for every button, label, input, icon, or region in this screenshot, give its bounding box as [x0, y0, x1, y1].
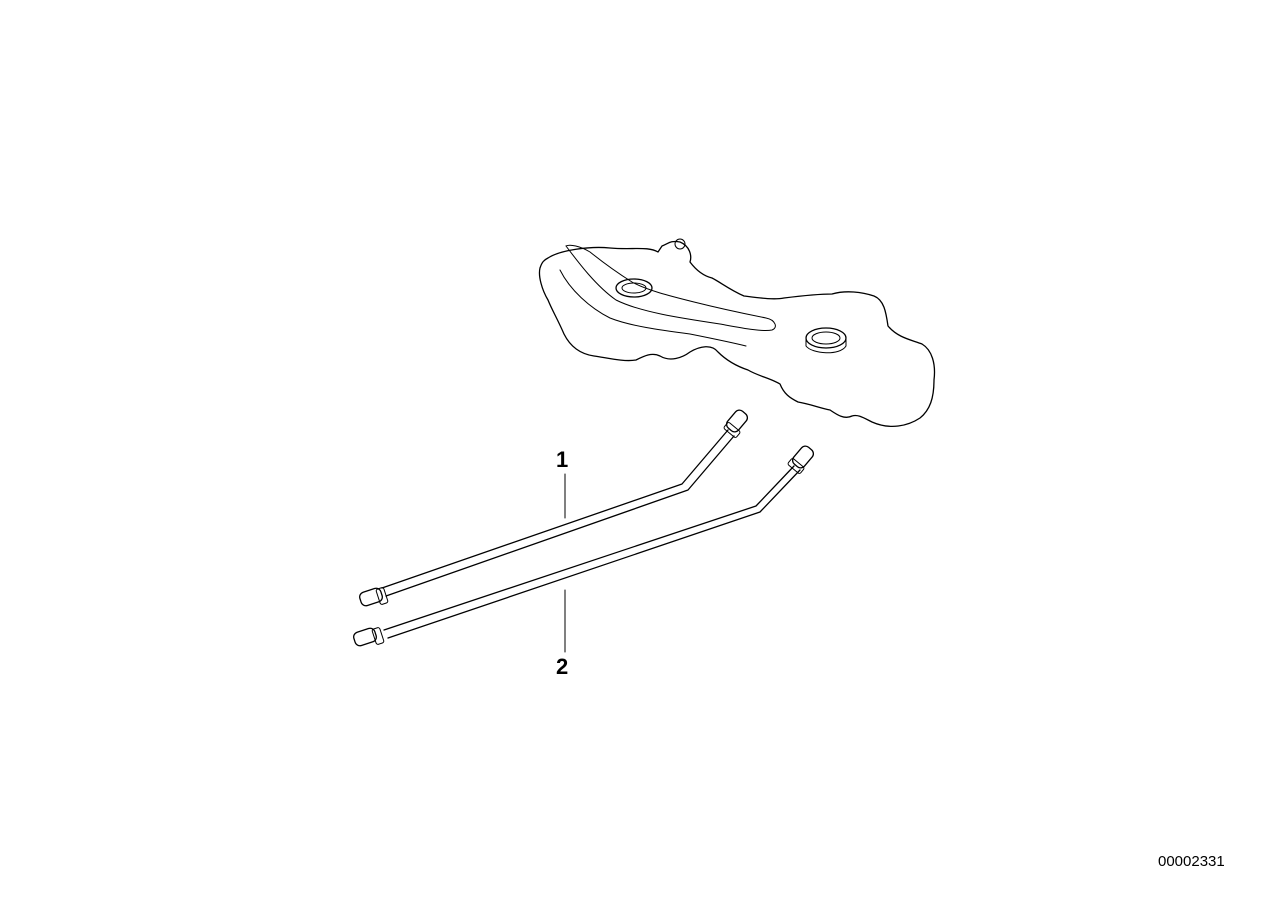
reference-number: 00002331	[1158, 853, 1225, 870]
callout-label-2: 2	[556, 654, 569, 679]
fuel-line-2	[353, 445, 815, 647]
fuel-tank	[538, 238, 936, 428]
callout-label-1: 1	[556, 447, 569, 472]
fuel-line-1	[359, 409, 749, 607]
